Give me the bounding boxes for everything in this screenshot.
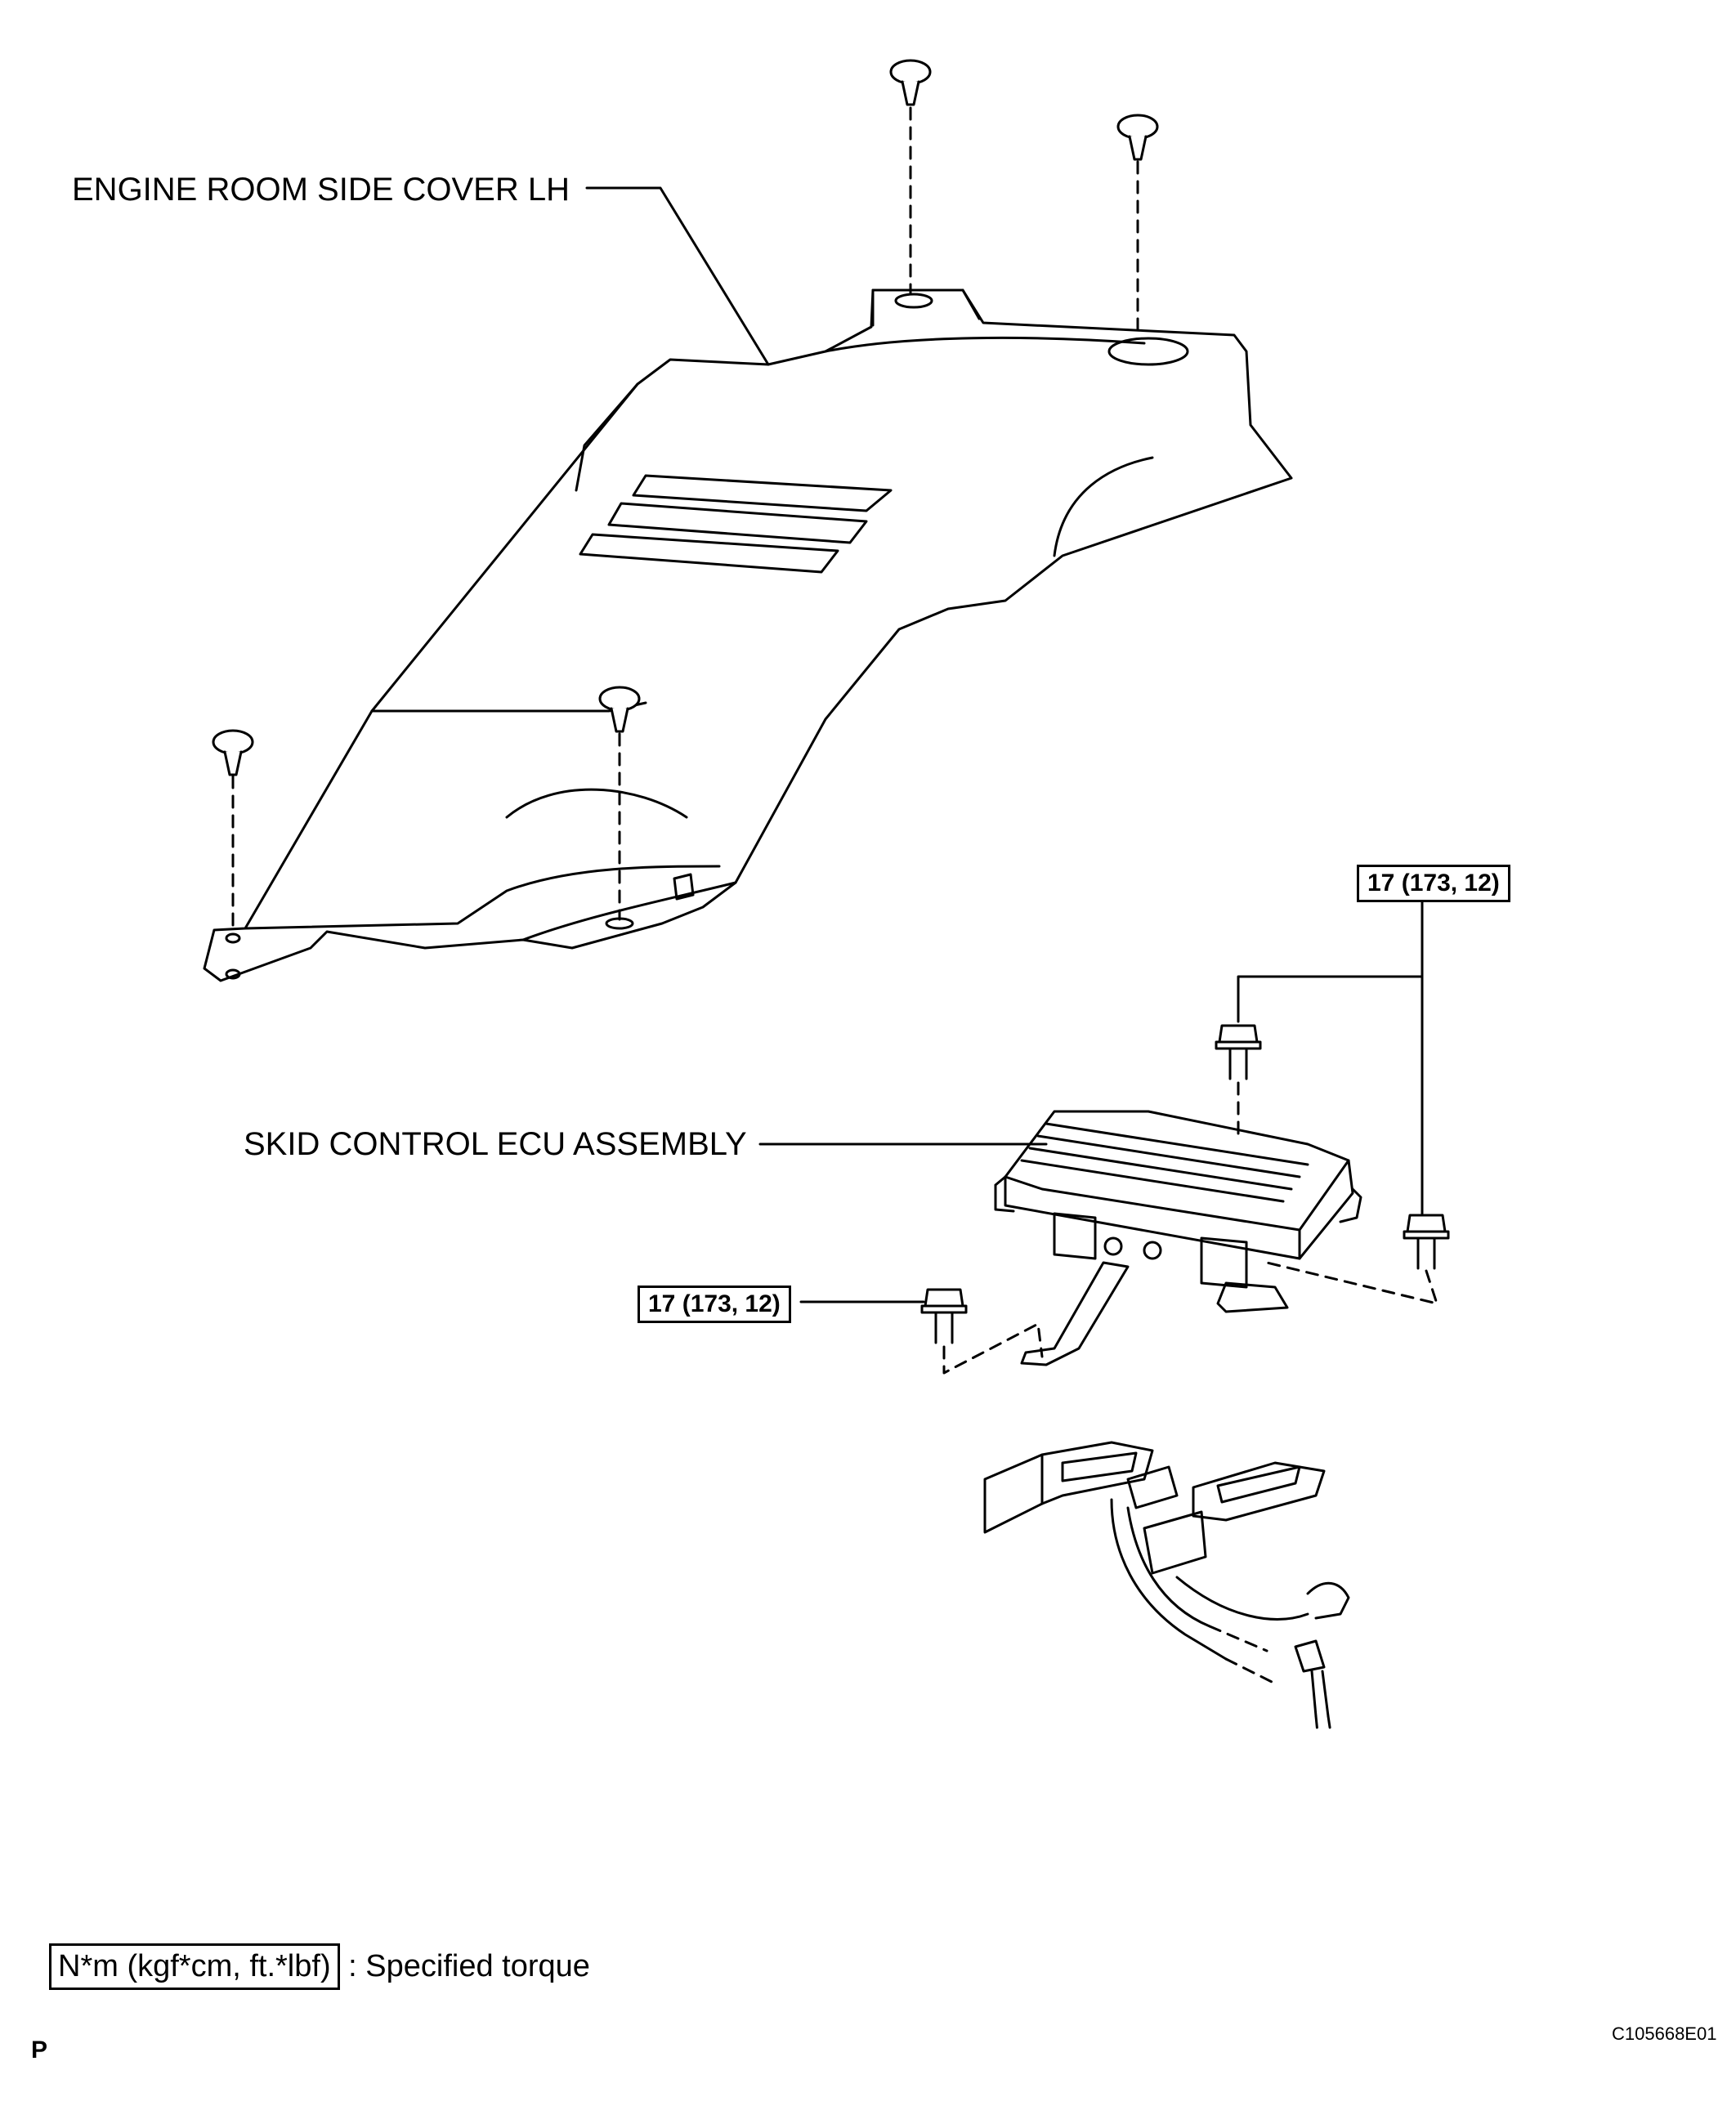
cover-clips [212, 59, 1159, 776]
torque-unit-box: N*m (kgf*cm, ft.*lbf) [49, 1943, 340, 1990]
torque-spec-lower: 17 (173, 12) [638, 1286, 791, 1323]
page-marker-left: P [31, 2037, 48, 2064]
bolt-upper [1215, 1024, 1262, 1080]
bolts [920, 1024, 1450, 1344]
engine-room-side-cover [203, 288, 1293, 982]
torque-spec-upper: 17 (173, 12) [1357, 865, 1510, 902]
label-engine-room-side-cover: ENGINE ROOM SIDE COVER LH [72, 172, 570, 208]
clip-1 [889, 59, 932, 106]
wire-harness-connectors [983, 1441, 1350, 1718]
leader-lines [585, 186, 1424, 1303]
skid-control-ecu [994, 1110, 1362, 1366]
label-skid-control-ecu-assembly: SKID CONTROL ECU ASSEMBLY [244, 1126, 747, 1162]
clip-2 [1116, 114, 1159, 161]
clip-alignment-lines [231, 106, 1139, 933]
bolt-left [920, 1288, 968, 1344]
clip-4 [212, 729, 254, 776]
harness-continuation-lines [1208, 1625, 1332, 1734]
torque-legend-text: : Specified torque [348, 1949, 590, 1983]
figure-code: C105668E01 [1612, 2023, 1717, 2044]
torque-legend: N*m (kgf*cm, ft.*lbf) : Specified torque [49, 1943, 590, 1990]
bolt-right [1403, 1214, 1450, 1270]
clip-3 [598, 686, 641, 733]
bolt-alignment-lines [942, 1081, 1438, 1375]
